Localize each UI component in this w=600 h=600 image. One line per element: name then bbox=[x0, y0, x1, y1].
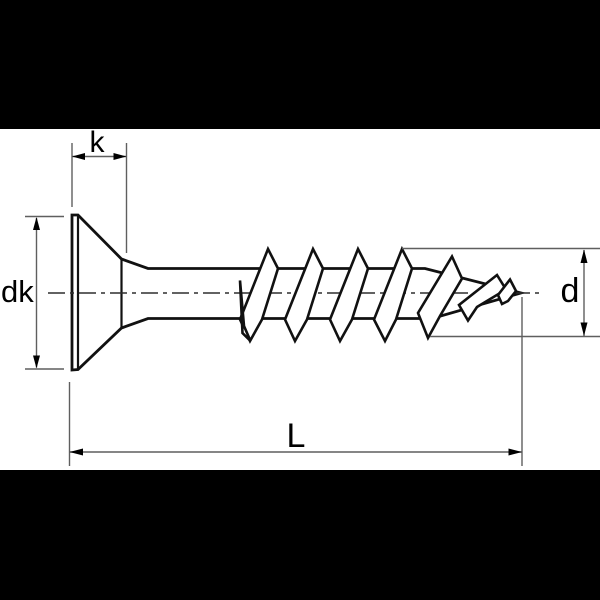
k-arrowhead-right bbox=[113, 153, 127, 160]
thread-bands bbox=[238, 245, 518, 344]
k-arrowhead-left bbox=[72, 153, 85, 160]
d-label: d bbox=[561, 272, 580, 310]
dimension-dk: dk bbox=[1, 215, 64, 370]
L-label: L bbox=[287, 417, 306, 455]
dimension-d: d bbox=[402, 247, 600, 338]
thread-band bbox=[238, 245, 280, 344]
d-arrowhead-top bbox=[580, 249, 588, 263]
L-arrowhead-right bbox=[508, 448, 522, 456]
dimension-L: L bbox=[68, 297, 523, 466]
thread-band bbox=[372, 245, 414, 344]
dk-arrowhead-bottom bbox=[33, 355, 40, 369]
top-black-bar bbox=[0, 0, 600, 129]
dimension-k: k bbox=[71, 126, 128, 253]
d-arrowhead-bottom bbox=[580, 322, 588, 336]
L-arrowhead-left bbox=[69, 448, 83, 456]
thread-band bbox=[283, 245, 325, 344]
thread-runout-sliver bbox=[238, 280, 252, 342]
dk-arrowhead-top bbox=[33, 217, 40, 230]
thread-band bbox=[328, 245, 370, 344]
k-label: k bbox=[90, 126, 106, 159]
bottom-black-bar bbox=[0, 470, 600, 600]
thread-band-taper-1 bbox=[416, 253, 464, 342]
dk-label: dk bbox=[1, 274, 34, 309]
thread-band-tip bbox=[496, 277, 518, 306]
